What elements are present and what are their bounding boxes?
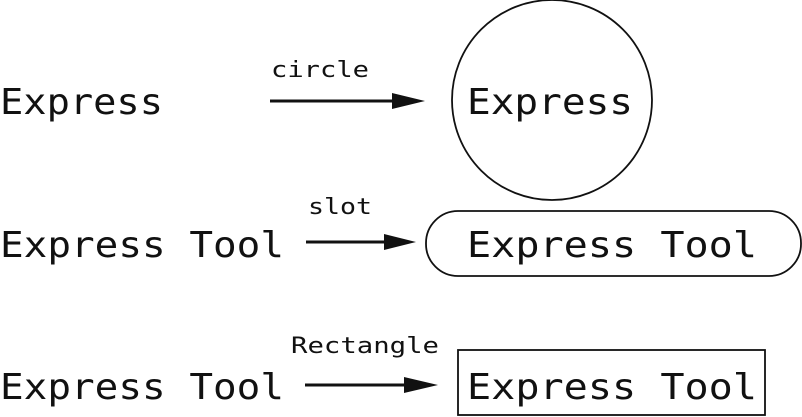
source-text-rectangle: Express Tool [0,367,284,408]
circle-shape [451,0,653,201]
arrow-rectangle [305,377,438,393]
arrow-label-rectangle: Rectangle [291,334,439,359]
arrow-label-circle: circle [271,58,369,83]
row-circle: Express circle Express [0,0,653,201]
arrow-label-slot: slot [308,195,372,220]
arrow-slot [306,234,416,250]
result-text-rectangle: Express Tool [467,367,757,408]
source-text-slot: Express Tool [0,225,284,266]
rectangle-shape [457,349,766,416]
slot-shape [425,210,802,277]
result-text-slot: Express Tool [467,225,757,266]
row-slot: Express Tool slot Express Tool [0,195,802,277]
arrow-circle [270,93,425,109]
row-rectangle: Express Tool Rectangle Express Tool [0,334,766,416]
source-text-circle: Express [0,82,163,123]
result-text-circle: Express [467,82,633,123]
